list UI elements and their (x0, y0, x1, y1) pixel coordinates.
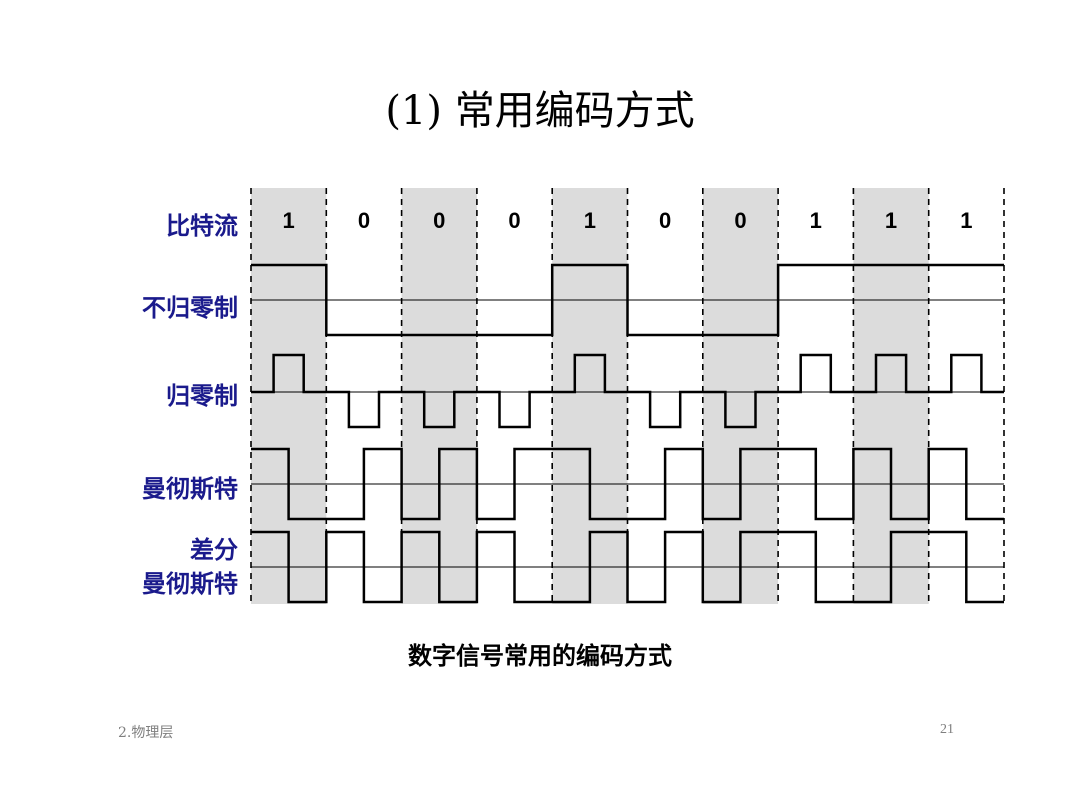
label-nrz: 不归零制 (142, 294, 238, 322)
signal-waveforms (251, 263, 1004, 604)
bit-value: 0 (433, 208, 445, 233)
bit-value: 1 (584, 208, 596, 233)
label-diff-manchester-2: 曼彻斯特 (142, 570, 238, 598)
figure-caption: 数字信号常用的编码方式 (408, 642, 672, 670)
rz-signal (251, 353, 1004, 429)
footer-section: 2.物理层 (118, 725, 174, 741)
label-rz: 归零制 (166, 382, 238, 410)
bit-values: 1 0 0 0 1 0 0 1 1 1 (283, 208, 973, 233)
manchester-signal (251, 447, 1004, 521)
bit-value: 1 (960, 208, 972, 233)
bit-value: 0 (659, 208, 671, 233)
slide-title: (1) 常用编码方式 (385, 88, 695, 134)
bit-value: 1 (885, 208, 897, 233)
label-diff-manchester-1: 差分 (190, 536, 238, 564)
bit-value: 0 (358, 208, 370, 233)
label-manchester: 曼彻斯特 (142, 475, 238, 503)
nrz-signal (251, 263, 1004, 337)
bit-value: 0 (508, 208, 520, 233)
bit-value: 1 (810, 208, 822, 233)
footer-page-number: 21 (940, 722, 954, 737)
diff-manchester-signal (251, 530, 1004, 604)
label-bitstream: 比特流 (166, 212, 238, 240)
bit-value: 1 (283, 208, 295, 233)
bit-value: 0 (734, 208, 746, 233)
